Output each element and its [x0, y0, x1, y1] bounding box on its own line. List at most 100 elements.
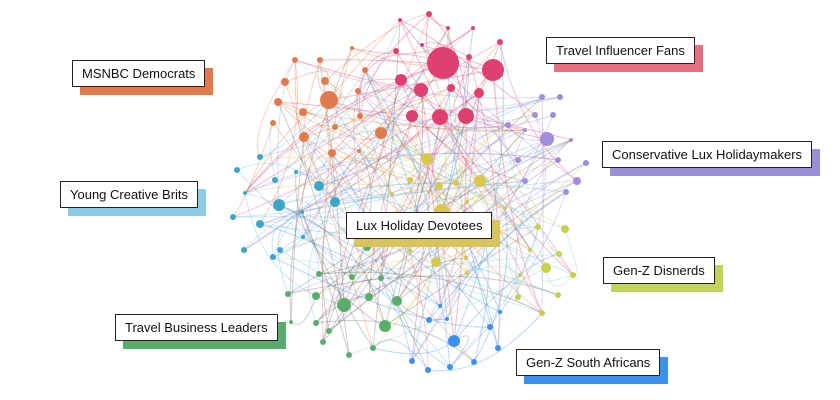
cluster-label-gen-z-disnerds[interactable]: Gen-Z Disnerds — [603, 257, 723, 292]
node-msnbc[interactable] — [357, 149, 361, 153]
node-business[interactable] — [378, 275, 384, 281]
node-msnbc[interactable] — [270, 120, 276, 126]
node-influencer[interactable] — [432, 109, 448, 125]
node-southafricans[interactable] — [471, 359, 477, 365]
node-conservative[interactable] — [573, 177, 581, 185]
node-influencer[interactable] — [446, 26, 450, 30]
node-conservative[interactable] — [569, 138, 573, 142]
node-creative[interactable] — [270, 254, 276, 260]
node-msnbc[interactable] — [328, 149, 336, 157]
node-creative[interactable] — [256, 220, 264, 228]
node-devotees[interactable] — [408, 249, 412, 253]
node-devotees[interactable] — [453, 180, 459, 186]
node-msnbc[interactable] — [357, 113, 363, 119]
node-influencer[interactable] — [471, 26, 475, 30]
node-devotees[interactable] — [431, 257, 441, 267]
node-southafricans[interactable] — [445, 317, 449, 321]
node-devotees[interactable] — [474, 175, 486, 187]
node-influencer[interactable] — [466, 54, 472, 60]
node-conservative[interactable] — [539, 94, 545, 100]
node-disnerds[interactable] — [515, 294, 521, 300]
node-creative[interactable] — [330, 197, 340, 207]
node-devotees[interactable] — [503, 206, 507, 210]
node-southafricans[interactable] — [487, 324, 493, 330]
node-creative[interactable] — [301, 235, 305, 239]
node-devotees[interactable] — [390, 192, 394, 196]
node-southafricans[interactable] — [447, 364, 453, 370]
node-conservative[interactable] — [532, 112, 538, 118]
cluster-label-lux-holiday-devotees[interactable]: Lux Holiday Devotees — [346, 212, 501, 247]
node-creative[interactable] — [241, 247, 247, 253]
node-business[interactable] — [285, 291, 291, 297]
node-creative[interactable] — [243, 191, 247, 195]
node-business[interactable] — [289, 320, 293, 324]
node-msnbc[interactable] — [317, 57, 323, 63]
node-conservative[interactable] — [522, 178, 528, 184]
node-msnbc[interactable] — [299, 132, 309, 142]
node-southafricans[interactable] — [409, 358, 415, 364]
node-disnerds[interactable] — [561, 225, 569, 233]
node-business[interactable] — [346, 352, 352, 358]
node-devotees[interactable] — [465, 271, 469, 275]
node-business[interactable] — [313, 320, 319, 326]
node-creative[interactable] — [234, 167, 240, 173]
node-disnerds[interactable] — [528, 248, 532, 252]
node-disnerds[interactable] — [555, 292, 561, 298]
node-disnerds[interactable] — [518, 273, 522, 277]
node-conservative[interactable] — [557, 94, 563, 100]
node-conservative[interactable] — [550, 112, 556, 118]
node-southafricans[interactable] — [426, 317, 432, 323]
node-creative[interactable] — [314, 181, 324, 191]
node-msnbc[interactable] — [332, 124, 338, 130]
node-msnbc[interactable] — [350, 46, 354, 50]
node-conservative[interactable] — [523, 128, 527, 132]
node-msnbc[interactable] — [292, 57, 298, 63]
node-msnbc[interactable] — [281, 78, 289, 86]
node-conservative[interactable] — [515, 157, 521, 163]
node-business[interactable] — [392, 296, 402, 306]
node-business[interactable] — [312, 292, 320, 300]
node-conservative[interactable] — [505, 122, 511, 128]
node-southafricans[interactable] — [425, 367, 431, 373]
node-msnbc[interactable] — [362, 67, 368, 73]
node-influencer[interactable] — [393, 48, 399, 54]
node-conservative[interactable] — [583, 160, 589, 166]
node-business[interactable] — [320, 339, 326, 345]
node-business[interactable] — [349, 274, 355, 280]
node-influencer[interactable] — [474, 88, 484, 98]
cluster-label-gen-z-south-africans[interactable]: Gen-Z South Africans — [516, 349, 669, 384]
node-conservative[interactable] — [555, 157, 561, 163]
node-devotees[interactable] — [465, 200, 469, 204]
node-influencer[interactable] — [420, 43, 424, 47]
node-creative[interactable] — [257, 154, 263, 160]
node-influencer[interactable] — [414, 83, 428, 97]
node-influencer[interactable] — [458, 108, 474, 124]
node-conservative[interactable] — [563, 189, 569, 195]
node-disnerds[interactable] — [541, 263, 551, 273]
node-creative[interactable] — [230, 214, 236, 220]
node-msnbc[interactable] — [320, 91, 338, 109]
cluster-label-msnbc-democrats[interactable]: MSNBC Democrats — [72, 60, 214, 95]
node-msnbc[interactable] — [321, 77, 329, 85]
cluster-label-conservative-lux-holidaymakers[interactable]: Conservative Lux Holidaymakers — [602, 141, 821, 176]
node-southafricans[interactable] — [438, 304, 442, 308]
node-devotees[interactable] — [464, 256, 468, 260]
node-southafricans[interactable] — [448, 335, 460, 347]
cluster-label-young-creative-brits[interactable]: Young Creative Brits — [60, 181, 207, 216]
cluster-label-travel-business-leaders[interactable]: Travel Business Leaders — [115, 314, 286, 349]
node-msnbc[interactable] — [299, 108, 307, 116]
node-business[interactable] — [316, 271, 322, 277]
node-business[interactable] — [379, 320, 391, 332]
node-msnbc[interactable] — [274, 98, 282, 106]
node-business[interactable] — [365, 293, 373, 301]
node-influencer[interactable] — [406, 110, 418, 122]
cluster-label-travel-influencer-fans[interactable]: Travel Influencer Fans — [546, 37, 703, 72]
node-creative[interactable] — [277, 247, 283, 253]
node-creative[interactable] — [273, 199, 285, 211]
node-influencer[interactable] — [398, 18, 402, 22]
node-conservative[interactable] — [540, 132, 554, 146]
node-creative[interactable] — [272, 177, 278, 183]
node-business[interactable] — [337, 298, 351, 312]
node-creative[interactable] — [294, 170, 298, 174]
node-devotees[interactable] — [421, 153, 433, 165]
